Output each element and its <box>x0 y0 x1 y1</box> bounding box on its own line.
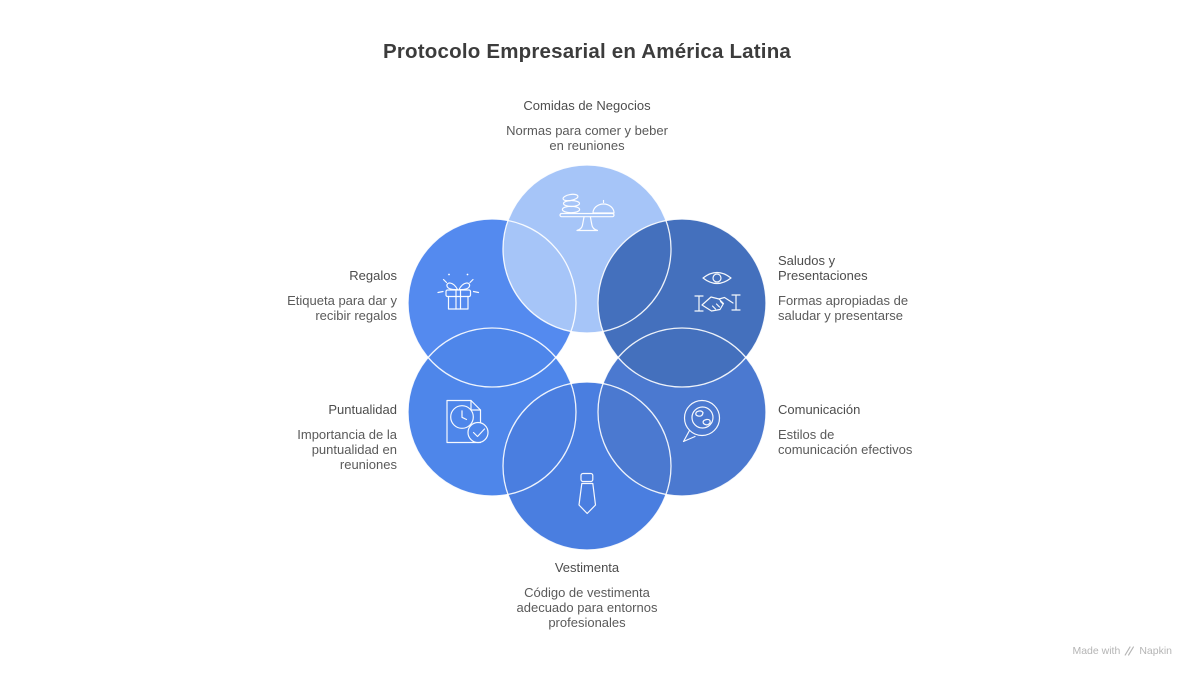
segment-text-comunicacion: Comunicación Estilos de comunicación efe… <box>778 402 958 457</box>
segment-text-vestimenta: Vestimenta Código de vestimenta adecuado… <box>477 560 697 630</box>
circle-saludos <box>598 219 766 387</box>
segment-label: Comunicación <box>778 402 861 417</box>
segment-label: Regalos <box>349 268 397 283</box>
segment-text-puntualidad: Puntualidad Importancia de la puntualida… <box>197 402 397 472</box>
circle-outlines <box>407 164 767 551</box>
globe-chat-icon <box>682 399 721 443</box>
segment-text-saludos: Saludos y Presentaciones Formas apropiad… <box>778 253 948 323</box>
food-stand-icon <box>559 193 615 232</box>
segment-description: Código de vestimenta adecuado para entor… <box>516 585 658 630</box>
circle-fills <box>408 165 766 550</box>
segment-description: Importancia de la puntualidad en reunion… <box>297 427 397 472</box>
page-title: Protocolo Empresarial en América Latina <box>382 40 792 63</box>
segment-label: Puntualidad <box>328 402 397 417</box>
tie-icon <box>578 472 597 515</box>
segment-label: Vestimenta <box>554 560 620 575</box>
segment-description: Etiqueta para dar y recibir regalos <box>287 293 397 323</box>
made-with-napkin-badge[interactable]: Made with Napkin <box>1072 645 1172 657</box>
segment-description: Normas para comer y beber en reuniones <box>506 123 668 153</box>
segment-label: Saludos y Presentaciones <box>778 253 868 283</box>
segment-text-comidas: Comidas de Negocios Normas para comer y … <box>477 98 697 153</box>
made-with-text: Made with <box>1072 645 1121 657</box>
segment-label: Comidas de Negocios <box>523 98 651 113</box>
napkin-logo-icon <box>1124 646 1135 656</box>
handshake-eye-icon <box>694 271 741 312</box>
gift-icon <box>437 273 480 310</box>
segment-text-regalos: Regalos Etiqueta para dar y recibir rega… <box>197 268 397 323</box>
napkin-brand-text: Napkin <box>1139 645 1172 657</box>
segment-description: Formas apropiadas de saludar y presentar… <box>778 293 909 323</box>
segment-description: Estilos de comunicación efectivos <box>778 427 913 457</box>
document-clock-icon <box>446 399 489 444</box>
